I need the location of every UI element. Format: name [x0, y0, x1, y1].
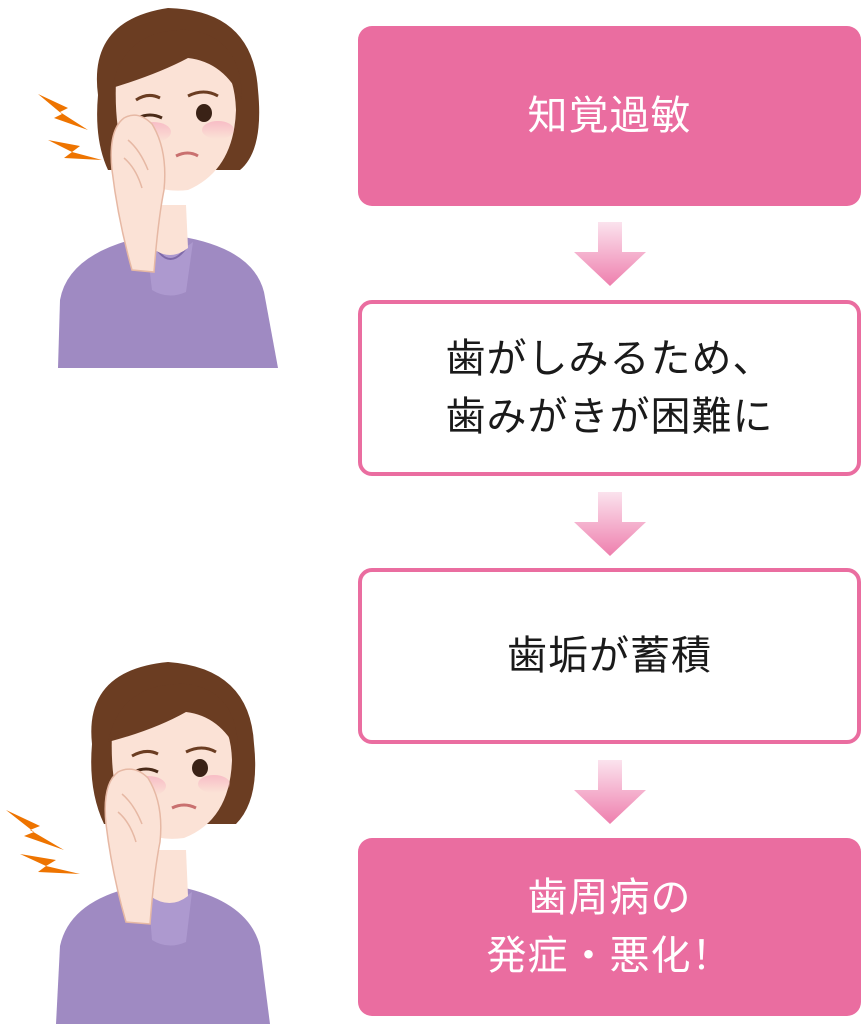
flow-step-2-line-1: 歯がしみるため、	[445, 336, 774, 382]
down-arrow-icon	[574, 222, 646, 286]
flow-step-2-line-2: 歯みがきが困難に	[445, 394, 774, 440]
flow-step-1-label: 知覚過敏	[527, 93, 692, 139]
pain-mark-icon	[38, 94, 88, 130]
flow-step-4-line-2: 発症・悪化！	[486, 933, 733, 979]
flow-step-4-line-1: 歯周病の	[527, 875, 692, 921]
flow-step-3: 歯垢が蓄積	[358, 568, 861, 744]
sweater	[58, 236, 278, 368]
down-arrow-icon	[574, 760, 646, 824]
flow-step-2: 歯がしみるため、 歯みがきが困難に	[358, 300, 861, 476]
flow-step-4: 歯周病の 発症・悪化！	[358, 838, 861, 1016]
flow-step-3-label: 歯垢が蓄積	[507, 633, 712, 679]
hand	[110, 114, 166, 273]
down-arrow-icon	[574, 492, 646, 556]
woman-toothache-illustration-bottom	[6, 662, 270, 1024]
flow-step-1: 知覚過敏	[358, 26, 861, 206]
woman-toothache-illustration-top	[38, 8, 278, 368]
